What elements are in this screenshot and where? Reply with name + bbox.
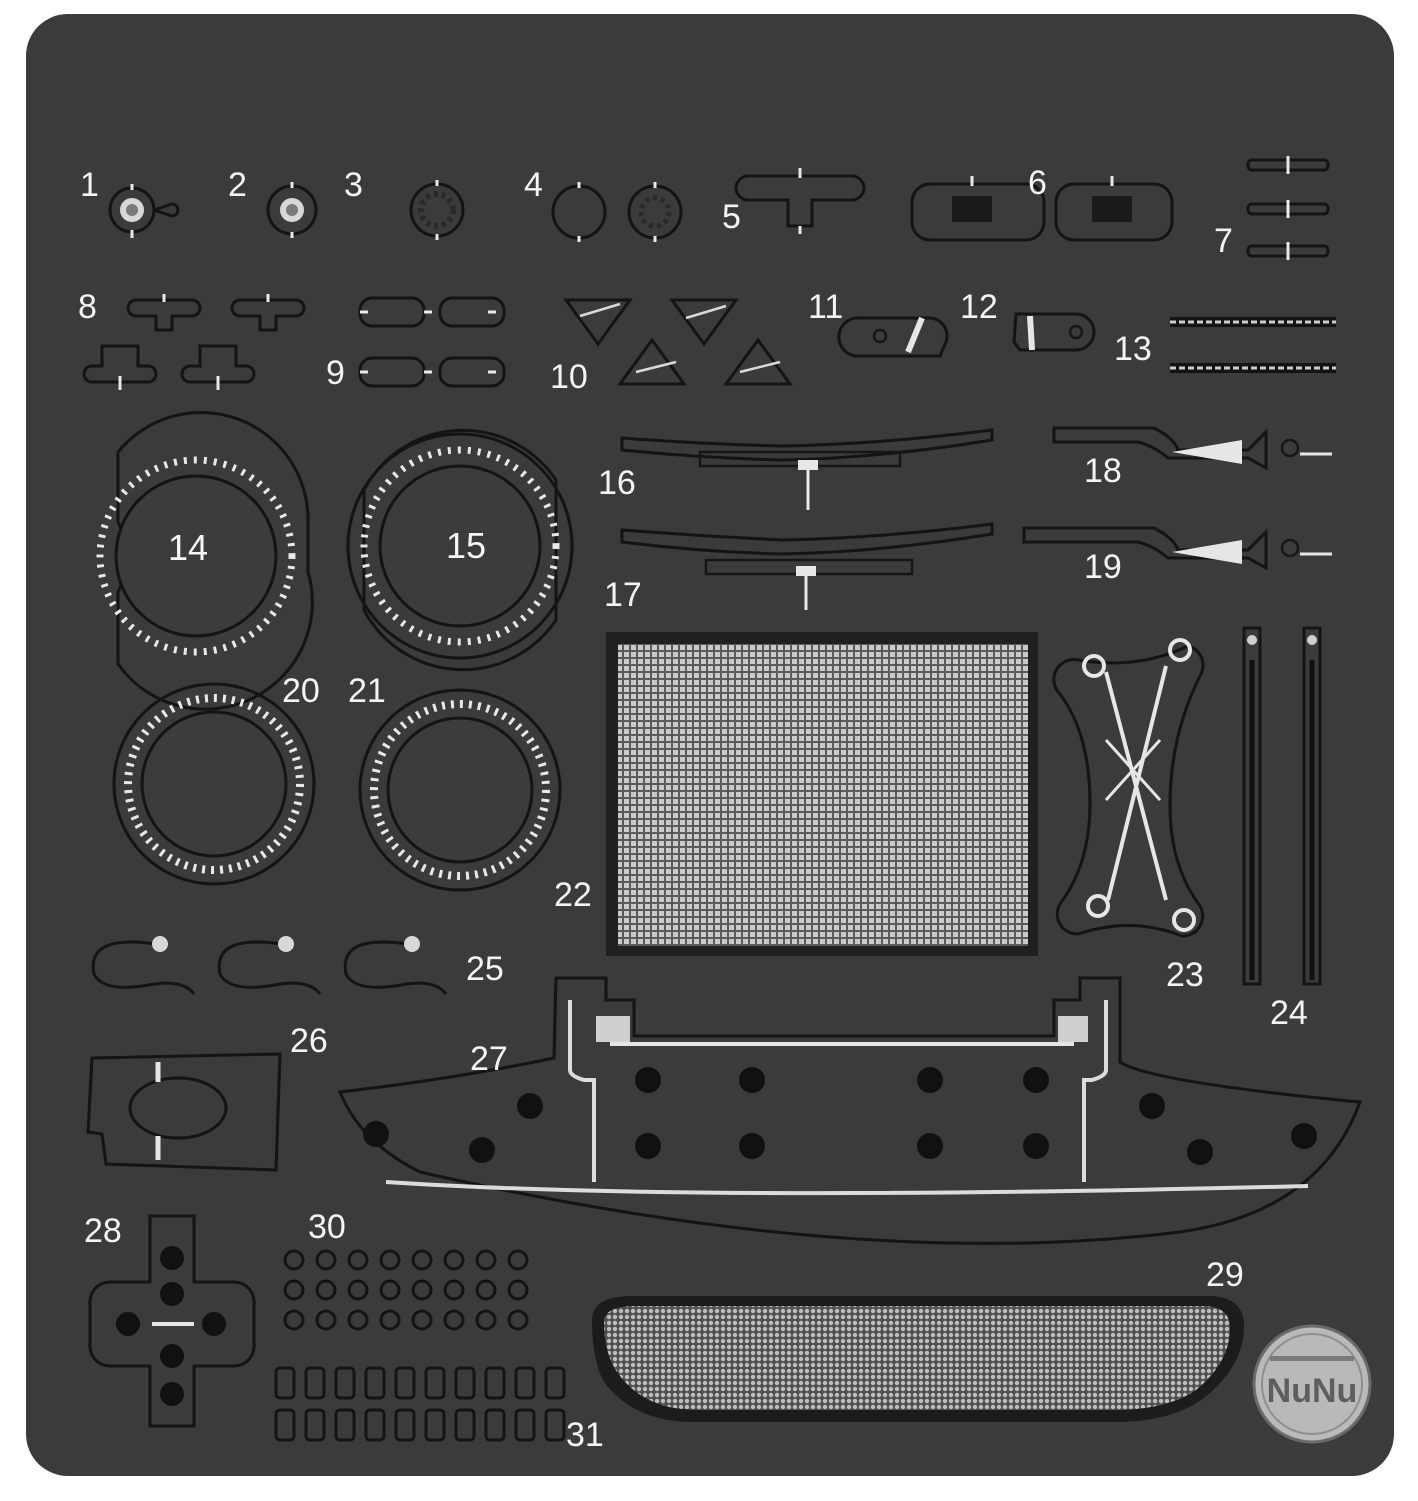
brand-seal-icon: NuNu bbox=[1252, 1324, 1372, 1444]
label-18: 18 bbox=[1084, 452, 1122, 490]
label-28: 28 bbox=[84, 1212, 122, 1250]
label-1: 1 bbox=[80, 166, 99, 204]
label-15: 15 bbox=[446, 525, 486, 566]
part-13 bbox=[1170, 317, 1336, 373]
part-6 bbox=[910, 176, 1174, 242]
logo-text: NuNu bbox=[1267, 1372, 1358, 1410]
label-20: 20 bbox=[282, 672, 320, 710]
part-4 bbox=[551, 182, 683, 242]
label-25: 25 bbox=[466, 950, 504, 988]
part-27 bbox=[337, 976, 1363, 1245]
label-29: 29 bbox=[1206, 1256, 1244, 1294]
label-11: 11 bbox=[808, 288, 843, 326]
part-14 bbox=[96, 410, 314, 711]
label-6: 6 bbox=[1028, 164, 1047, 202]
label-16: 16 bbox=[598, 464, 636, 502]
label-21: 21 bbox=[348, 672, 386, 710]
label-4: 4 bbox=[524, 166, 543, 204]
label-12: 12 bbox=[960, 288, 998, 326]
part-8 bbox=[82, 294, 306, 390]
label-22: 22 bbox=[554, 876, 592, 914]
label-5: 5 bbox=[722, 198, 741, 236]
part-24 bbox=[1242, 626, 1322, 986]
part-number-labels: 1 2 3 4 5 6 7 8 9 10 11 12 13 14 15 16 1… bbox=[78, 164, 1308, 1454]
part-16 bbox=[620, 428, 994, 510]
part-9 bbox=[358, 296, 506, 388]
part-28 bbox=[88, 1214, 256, 1428]
part-12 bbox=[1012, 312, 1096, 352]
label-27: 27 bbox=[470, 1040, 508, 1078]
part-26 bbox=[86, 1052, 282, 1172]
label-9: 9 bbox=[326, 354, 345, 392]
part-29 bbox=[592, 1296, 1244, 1422]
part-10 bbox=[563, 298, 793, 386]
label-14: 14 bbox=[168, 527, 208, 568]
label-8: 8 bbox=[78, 288, 97, 326]
label-30: 30 bbox=[308, 1208, 346, 1246]
part-2 bbox=[266, 182, 318, 238]
part-19 bbox=[1022, 526, 1332, 571]
part-5 bbox=[734, 168, 866, 234]
part-11 bbox=[837, 316, 949, 358]
label-10: 10 bbox=[550, 358, 588, 396]
label-13: 13 bbox=[1114, 330, 1152, 368]
label-2: 2 bbox=[228, 166, 247, 204]
label-19: 19 bbox=[1084, 548, 1122, 586]
label-24: 24 bbox=[1270, 994, 1308, 1032]
part-3 bbox=[409, 180, 465, 240]
label-3: 3 bbox=[344, 166, 363, 204]
label-7: 7 bbox=[1214, 222, 1233, 260]
label-26: 26 bbox=[290, 1022, 328, 1060]
part-18 bbox=[1052, 426, 1332, 471]
part-7 bbox=[1246, 156, 1330, 260]
part-23 bbox=[1052, 638, 1205, 938]
label-23: 23 bbox=[1166, 956, 1204, 994]
label-31: 31 bbox=[566, 1416, 604, 1454]
part-22 bbox=[606, 632, 1038, 956]
part-1 bbox=[108, 184, 180, 238]
part-30 bbox=[283, 1249, 529, 1331]
part-17 bbox=[620, 522, 994, 610]
part-25 bbox=[91, 936, 448, 995]
label-17: 17 bbox=[604, 576, 642, 614]
part-20 bbox=[112, 682, 316, 886]
part-31 bbox=[274, 1366, 566, 1442]
part-21 bbox=[358, 688, 562, 892]
part-15 bbox=[346, 428, 574, 672]
